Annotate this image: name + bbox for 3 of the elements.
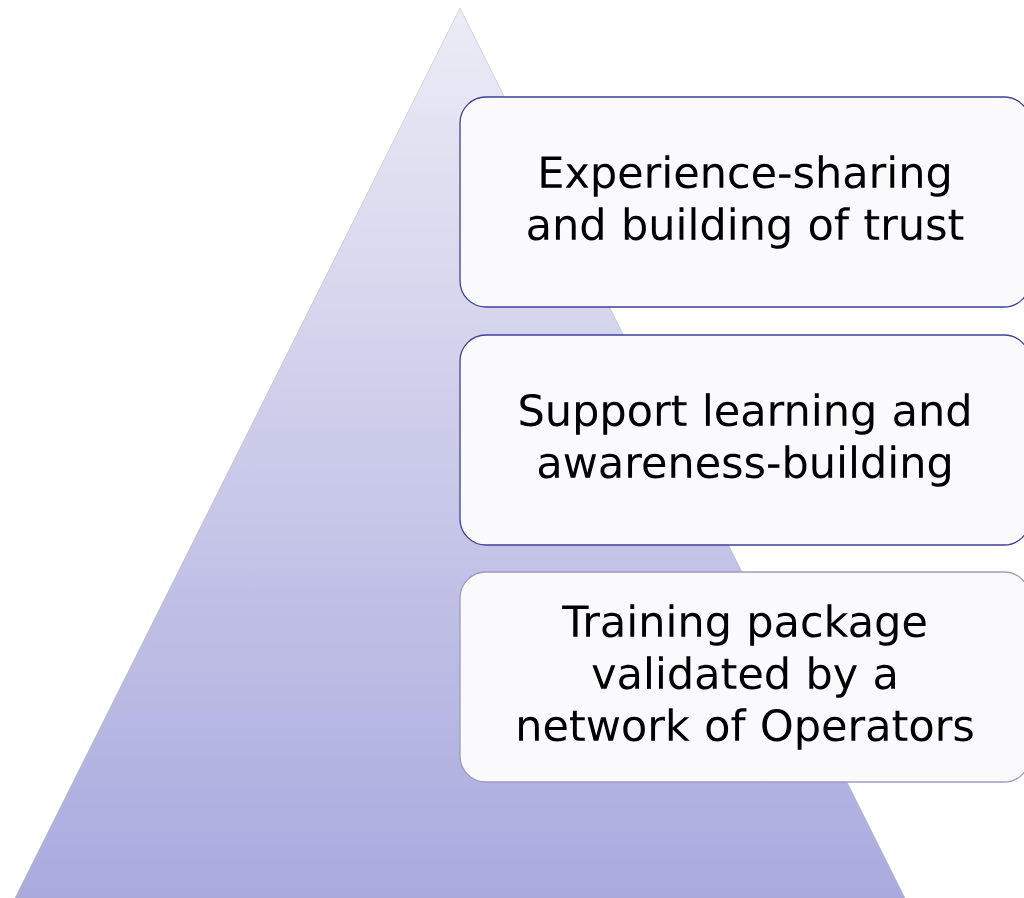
- text-box: Support learning and awareness-building: [459, 334, 1024, 546]
- text-box: Experience-sharing and building of trust: [459, 96, 1024, 308]
- text-box: Training package validated by a network of Operators: [459, 571, 1024, 783]
